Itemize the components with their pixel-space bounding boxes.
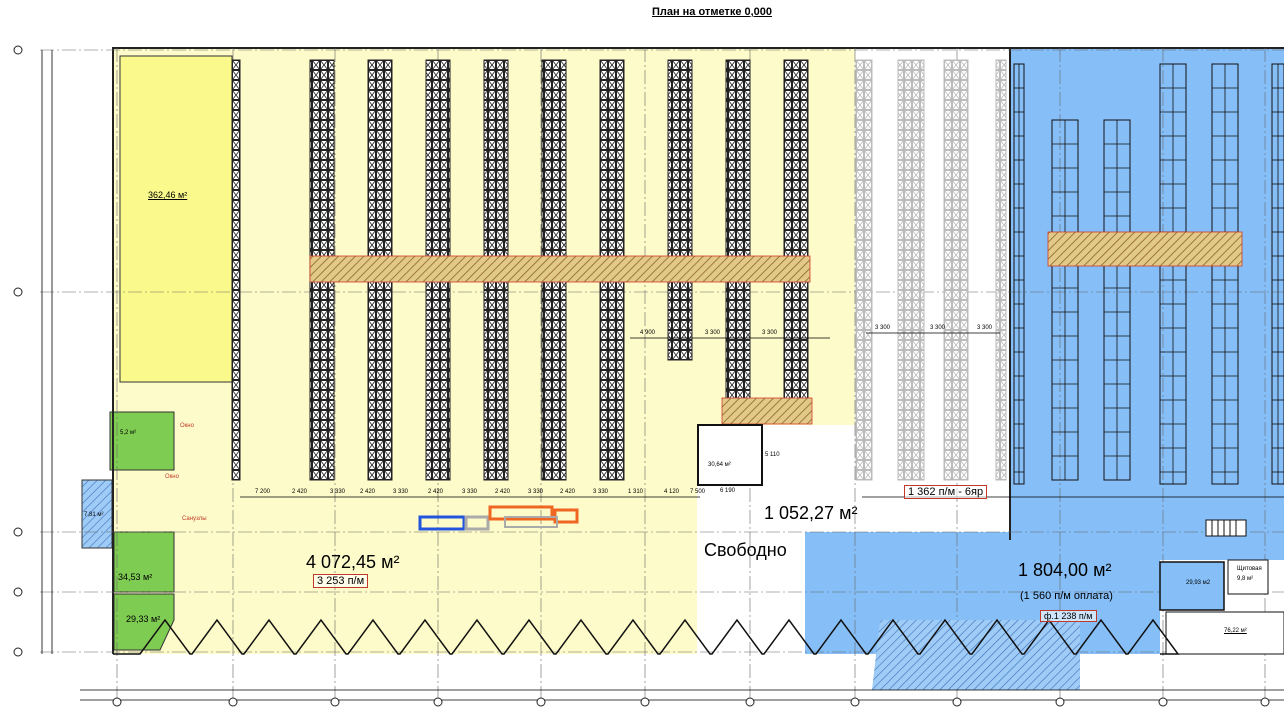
shchitovaya-name: Щитовая [1237, 566, 1262, 572]
right-room-1 [1159, 561, 1225, 611]
rack-row-yellow-1 [231, 59, 241, 481]
office-area: 30,64 м² [708, 462, 731, 468]
blue-zone-note: (1 560 п/м оплата) [1020, 590, 1113, 602]
rack-row-ghost-2 [897, 59, 925, 481]
rack-row-ghost-4 [995, 59, 1007, 481]
pallet-group [418, 505, 579, 531]
rack-row-blue-3 [1103, 119, 1131, 481]
mid-dim-label: 3 300 [875, 325, 891, 331]
yellow-room [119, 55, 233, 383]
row-dim-label: 7 500 [690, 489, 706, 495]
row-dim-label: 2 420 [560, 489, 576, 495]
okno-label-1: Окно [180, 423, 194, 429]
office-dim-label: 6 190 [720, 488, 736, 494]
row-dim-label: 3 330 [528, 489, 544, 495]
rack-row-yellow-8 [667, 59, 693, 361]
right-room-3-box [1165, 611, 1284, 655]
blue-small-room-area: 7,81 м² [84, 512, 104, 518]
office-box [697, 424, 763, 486]
row-dim-label: 2 420 [428, 489, 444, 495]
row-dim-label: 3 330 [330, 489, 346, 495]
white-zone-status: Свободно [704, 540, 787, 560]
row-dim-label: 3 330 [393, 489, 409, 495]
mid-dim-label: 3 300 [977, 325, 993, 331]
blue-zone [805, 48, 1284, 654]
green-room-top [109, 411, 175, 471]
shchitovaya-area: 9,8 м² [1237, 576, 1254, 582]
mid-dim-label: 4 900 [640, 330, 656, 336]
mid-dim-label: 3 300 [762, 330, 778, 336]
right-room-1-area: 29,93 м2 [1186, 580, 1211, 586]
yellow-room-area: 362,46 м² [148, 190, 188, 200]
rack-row-blue-1 [1013, 63, 1025, 485]
mid-dim-label: 3 300 [705, 330, 721, 336]
row-dim-label: 2 420 [360, 489, 376, 495]
row-dim-label: 3 330 [593, 489, 609, 495]
outer-walls [112, 47, 1284, 654]
hatched-small [721, 397, 813, 425]
hatched-blue-dock [872, 620, 1080, 690]
axis-markers [13, 45, 1270, 707]
green-room-mid [113, 531, 175, 593]
okno-label-2: Окно [165, 474, 179, 480]
row-dim-label: 2 420 [495, 489, 511, 495]
mid-dim-label: 3 300 [930, 325, 946, 331]
hatched-aisle-yellow [309, 255, 811, 283]
rack-row-ghost-1 [855, 59, 873, 481]
row-dim-label: 4 120 [664, 489, 680, 495]
right-room-2 [1227, 559, 1269, 595]
row-dim-label: 2 420 [292, 489, 308, 495]
right-room-3-area: 76,22 м² [1224, 628, 1247, 634]
rack-row-ghost-3 [943, 59, 969, 481]
rack-row-yellow-9 [725, 59, 751, 401]
small-room-label: 5,2 м² [120, 430, 137, 436]
stair-icon [1205, 519, 1247, 537]
yellow-zone-racks: 3 253 п/м [313, 574, 369, 588]
office-dim-label: 5 110 [765, 452, 780, 458]
hatched-aisle-blue [1047, 231, 1243, 267]
row-dim-label: 3 330 [462, 489, 478, 495]
sanuzel-label: Санузлы [182, 516, 207, 522]
yellow-zone-area: 4 072,45 м² [306, 552, 400, 572]
rack-row-blue-5 [1211, 63, 1239, 485]
row-dim-label: 1 310 [628, 489, 644, 495]
white-zone-racks: 1 362 п/м - 6яр [904, 485, 988, 499]
blue-zone-area: 1 804,00 м² [1018, 560, 1112, 580]
rack-row-yellow-10 [783, 59, 809, 401]
row-dim-label: 7 200 [255, 489, 271, 495]
dock-wall [113, 618, 1180, 655]
rack-row-blue-6 [1271, 63, 1284, 485]
rack-row-blue-4 [1159, 63, 1187, 485]
plan-title: План на отметке 0,000 [651, 6, 773, 18]
white-zone-area: 1 052,27 м² [764, 503, 858, 523]
white-zone [697, 48, 1010, 654]
green-room-1-area: 34,53 м² [118, 572, 153, 582]
blue-zone-racks: ф.1 238 п/м [1040, 610, 1097, 622]
green-room-2-area: 29,33 м² [126, 614, 161, 624]
